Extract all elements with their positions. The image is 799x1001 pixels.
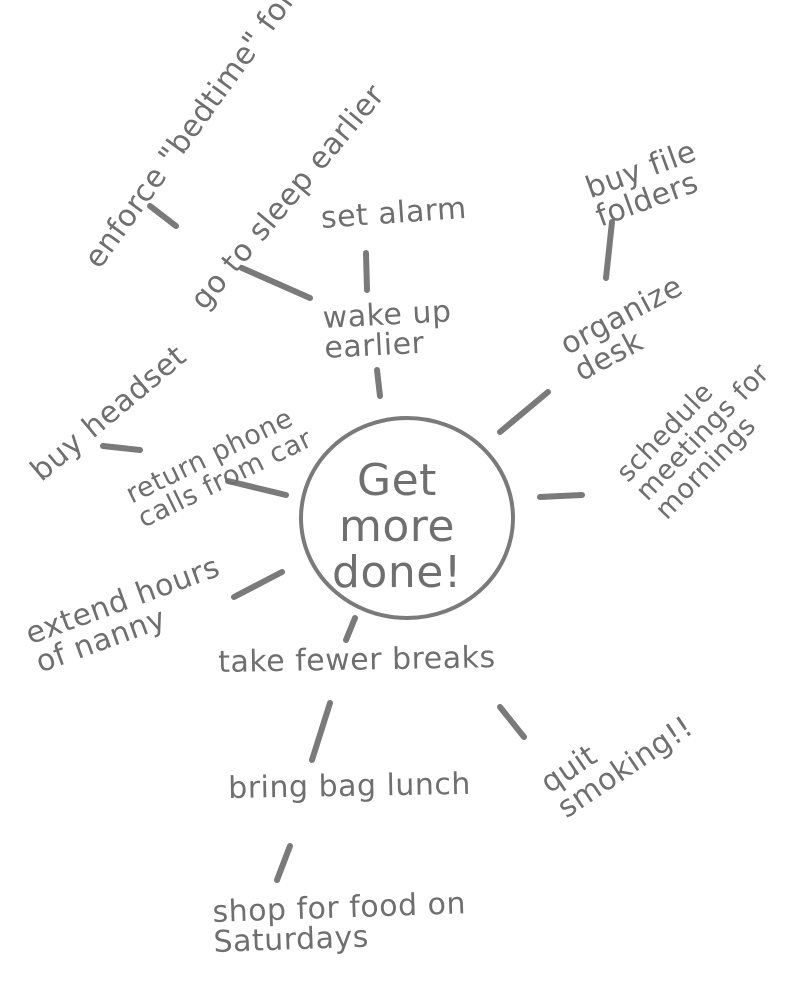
connector-sleep-bedtime (147, 203, 179, 229)
node-wake-up-earlier: wake up earlier (321, 294, 453, 366)
connector-center-breaks (343, 615, 358, 643)
connector-wake-up-set-alarm (363, 250, 370, 293)
connector-breaks-smoking (497, 704, 527, 740)
connector-center-organize (497, 389, 551, 435)
central-idea: Get more done! (332, 455, 462, 599)
connector-center-nanny (231, 569, 285, 600)
connector-center-calls (225, 478, 289, 498)
node-shop-for-food: shop for food on Saturdays (211, 886, 467, 960)
connector-center-schedule (537, 492, 585, 500)
center-circle (299, 416, 515, 620)
connector-organize-folders (603, 219, 615, 281)
connector-wake-up-sleep (239, 265, 313, 301)
connector-breaks-lunch (309, 700, 333, 763)
connector-center-wake-up (374, 367, 383, 399)
node-take-fewer-breaks: take fewer breaks (217, 640, 496, 680)
connector-lunch-shop (274, 843, 293, 883)
connector-calls-headset (100, 443, 143, 453)
node-bring-bag-lunch: bring bag lunch (227, 766, 472, 806)
